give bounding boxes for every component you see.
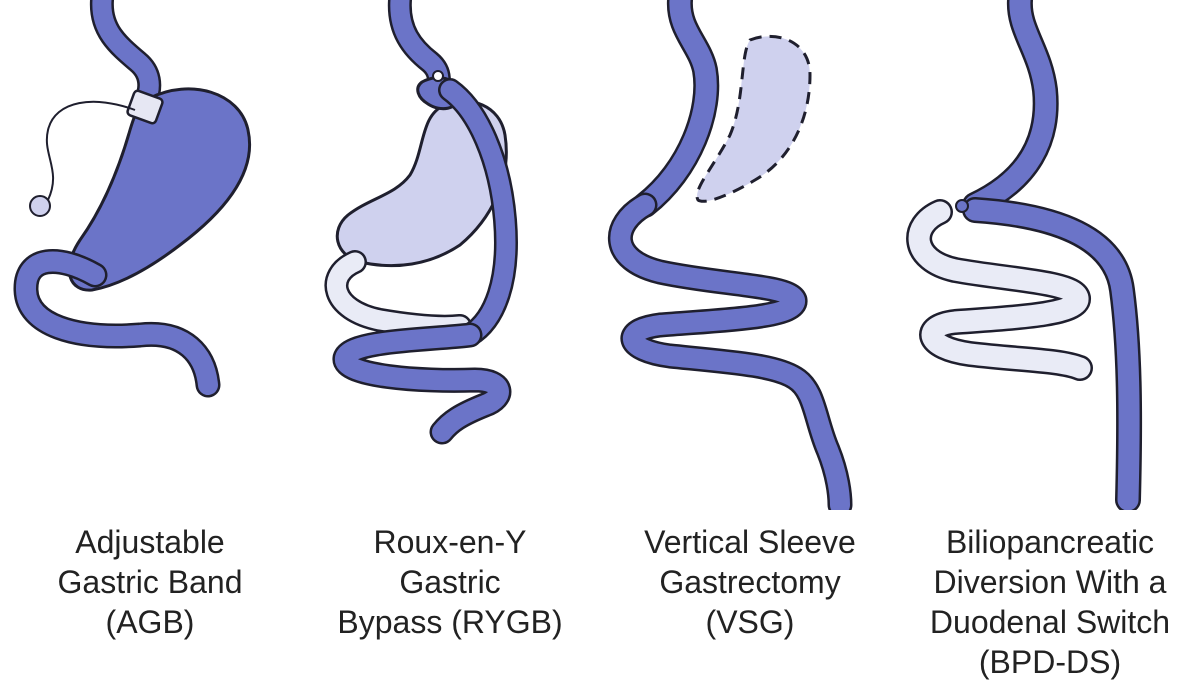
band-tubing (45, 100, 136, 201)
stomach (67, 87, 251, 292)
caption-line: Vertical Sleeve (644, 524, 856, 560)
vsg-illustration (608, 0, 853, 510)
staple-icon (432, 70, 444, 82)
staple-icon (955, 199, 969, 213)
caption-line: Duodenal Switch (929, 604, 1171, 640)
caption-line: (BPD-DS) (978, 644, 1122, 680)
caption-line: Gastric Band (57, 564, 243, 600)
procedure-caption-bpd-ds: Biliopancreatic Diversion With a Duodena… (900, 522, 1200, 682)
procedure-caption-agb: Adjustable Gastric Band (AGB) (0, 522, 300, 642)
caption-line: Adjustable (75, 524, 225, 560)
procedure-caption-vsg: Vertical Sleeve Gastrectomy (VSG) (600, 522, 900, 642)
procedure-panel-agb: Adjustable Gastric Band (AGB) (0, 0, 300, 700)
gastric-band (126, 89, 164, 125)
caption-line: Biliopancreatic (945, 524, 1155, 560)
caption-line: Gastric (399, 564, 501, 600)
access-port (29, 195, 51, 217)
procedure-panel-rygb: Roux-en-Y Gastric Bypass (RYGB) (300, 0, 600, 700)
procedure-panel-bpd-ds: Biliopancreatic Diversion With a Duodena… (900, 0, 1200, 700)
procedure-caption-rygb: Roux-en-Y Gastric Bypass (RYGB) (300, 522, 600, 642)
caption-line: Diversion With a (933, 564, 1167, 600)
procedure-panel-vsg: Vertical Sleeve Gastrectomy (VSG) (600, 0, 900, 700)
caption-line: Gastrectomy (659, 564, 841, 600)
caption-line: (VSG) (705, 604, 795, 640)
bypassed-stomach (335, 99, 508, 268)
bpd-ds-illustration (906, 0, 1143, 510)
caption-line: (AGB) (105, 604, 195, 640)
agb-illustration (13, 0, 251, 398)
caption-line: Roux-en-Y (373, 524, 527, 560)
removed-stomach-portion (695, 34, 812, 203)
rygb-illustration (324, 0, 518, 445)
caption-line: Bypass (RYGB) (337, 604, 563, 640)
